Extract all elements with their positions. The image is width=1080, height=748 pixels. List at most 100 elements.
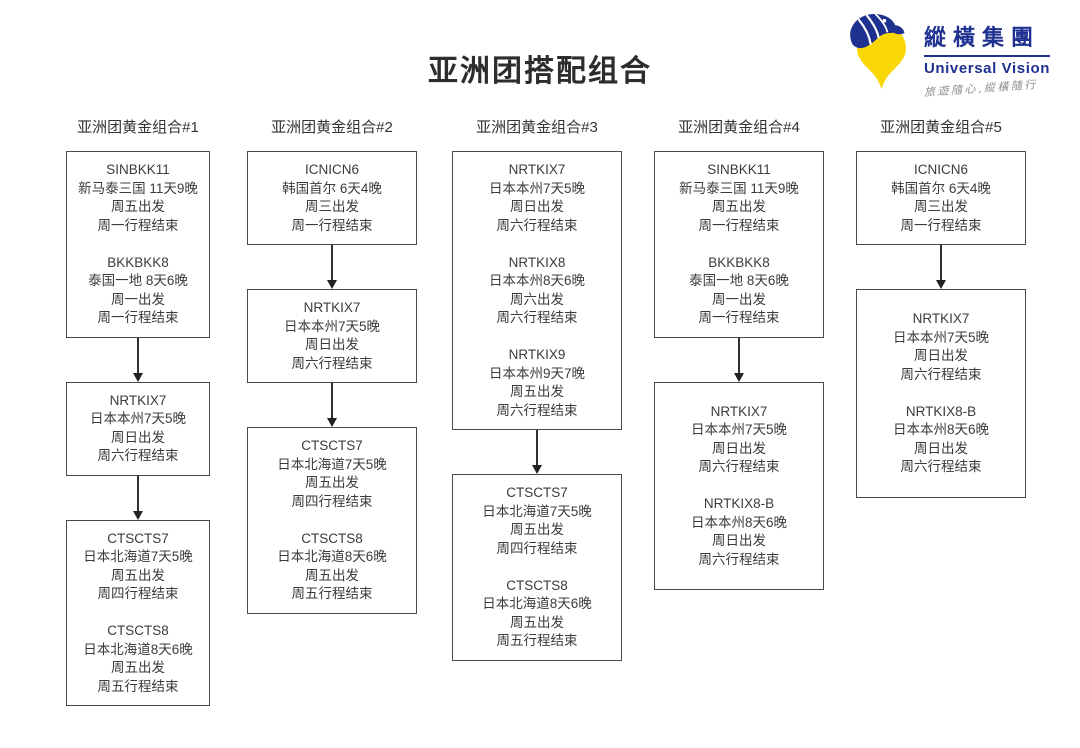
- tour-code: CTSCTS7: [107, 530, 169, 546]
- tour-detail: [250, 511, 414, 530]
- tour-detail: 周四行程结束: [496, 540, 578, 556]
- tour-detail: 日本本州7天5晚: [892, 329, 990, 345]
- tour-detail: 周四行程结束: [97, 586, 179, 601]
- tour-code: NRTKIX8-B: [905, 403, 977, 419]
- tour-detail: [69, 604, 207, 623]
- column-header: 亚洲团黄金组合#3: [476, 119, 598, 136]
- tour-detail: 周五行程结束: [291, 586, 373, 601]
- tour-detail: 日本本州9天7晚: [488, 365, 586, 381]
- tour-detail: 周日出发: [305, 337, 359, 352]
- tour-detail: 泰国一地 8天6晚: [689, 273, 789, 288]
- tour-detail: 周一行程结束: [97, 217, 179, 233]
- tour-detail: 周一行程结束: [291, 217, 373, 233]
- tour-code: NRTKIX7: [109, 392, 167, 408]
- tour-detail: 周三出发: [305, 199, 359, 214]
- tour-detail: 泰国一地 8天6晚: [88, 273, 188, 288]
- tour-box: ICNICN6 韩国首尔 6天4晚周三出发周一行程结束: [856, 151, 1026, 245]
- down-arrow-icon: [452, 430, 622, 474]
- tour-detail: 周六行程结束: [496, 310, 578, 325]
- tour-code: CTSCTS7: [506, 485, 568, 500]
- down-arrow-icon: [247, 245, 417, 289]
- tour-detail: 韩国首尔 6天4晚: [891, 180, 991, 196]
- company-logo: 縱橫集團 Universal Vision 旅遊隨心,縱橫隨行: [844, 8, 1050, 100]
- tour-detail: 周日出发: [510, 199, 564, 214]
- tour-detail: 周日出发: [111, 429, 165, 445]
- tour-detail: 日本本州7天5晚: [690, 422, 788, 437]
- tour-detail: 日本本州8天6晚: [892, 422, 990, 437]
- tour-detail: 周六行程结束: [900, 366, 982, 382]
- column-header: 亚洲团黄金组合#4: [678, 119, 800, 136]
- tour-detail: [455, 558, 619, 577]
- tour-code: CTSCTS8: [107, 623, 169, 638]
- tour-detail: 周三出发: [914, 199, 968, 214]
- tour-detail: 周六行程结束: [97, 448, 179, 463]
- tour-detail: 周五出发: [712, 199, 766, 214]
- tour-detail: 周一行程结束: [698, 217, 780, 233]
- tour-detail: 周日出发: [914, 440, 968, 456]
- tour-detail: 周五行程结束: [97, 678, 179, 694]
- tour-code: NRTKIX7: [508, 162, 566, 177]
- tour-box: NRTKIX7 日本本州7天5晚周日出发周六行程结束: [66, 381, 210, 476]
- logo-company-name: 縱橫集團: [923, 20, 1050, 57]
- tour-detail: [657, 477, 821, 496]
- tour-detail: [657, 235, 821, 254]
- tour-code: ICNICN6: [304, 162, 359, 177]
- tour-detail: 周五出发: [305, 475, 359, 490]
- down-arrow-icon: [66, 475, 210, 520]
- tour-detail: 周六行程结束: [698, 459, 780, 474]
- column-header: 亚洲团黄金组合#1: [77, 119, 199, 136]
- tour-detail: 周五出发: [111, 199, 165, 214]
- tour-detail: 新马泰三国 11天9晚: [679, 180, 799, 196]
- tour-detail: 周四行程结束: [291, 493, 373, 509]
- eagle-pin-logo-icon: [850, 13, 906, 90]
- tour-detail: 周六行程结束: [900, 459, 982, 474]
- tour-code: SINBKK11: [106, 162, 170, 177]
- tour-detail: 日本本州7天5晚: [488, 180, 586, 196]
- tour-detail: 周五出发: [510, 614, 564, 630]
- logo-company-name-en: Universal Vision: [923, 60, 1050, 77]
- tour-detail: 周五出发: [510, 522, 564, 537]
- tour-detail: 日本本州7天5晚: [89, 411, 187, 426]
- tour-detail: [455, 235, 619, 254]
- tour-detail: 周一行程结束: [900, 217, 982, 233]
- column-header: 亚洲团黄金组合#2: [271, 119, 393, 136]
- tour-code: NRTKIX7: [912, 311, 970, 326]
- tour-detail: 周一行程结束: [698, 310, 780, 325]
- tour-detail: 日本本州7天5晚: [283, 318, 381, 334]
- tour-detail: 周日出发: [712, 533, 766, 548]
- tour-detail: 周一行程结束: [97, 310, 179, 325]
- tour-code: CTSCTS7: [301, 438, 363, 453]
- logo-text: 縱橫集團 Universal Vision 旅遊隨心,縱橫隨行: [924, 8, 1050, 100]
- page-title: 亚洲团搭配组合: [428, 55, 652, 88]
- tour-code: ICNICN6: [913, 162, 968, 177]
- tour-code: CTSCTS8: [506, 577, 568, 593]
- tour-detail: 日本北海道7天5晚: [83, 549, 193, 564]
- tour-detail: [859, 384, 1023, 403]
- tour-detail: 日本北海道8天6晚: [277, 549, 387, 564]
- tour-code: NRTKIX8-B: [703, 496, 775, 511]
- tour-detail: 日本本州8天6晚: [488, 273, 586, 288]
- tour-detail: [455, 328, 619, 347]
- column-header: 亚洲团黄金组合#5: [880, 119, 1002, 136]
- down-arrow-icon: [247, 383, 417, 427]
- tour-detail: 日本北海道7天5晚: [482, 503, 592, 519]
- down-arrow-icon: [856, 245, 1026, 289]
- down-arrow-icon: [66, 337, 210, 382]
